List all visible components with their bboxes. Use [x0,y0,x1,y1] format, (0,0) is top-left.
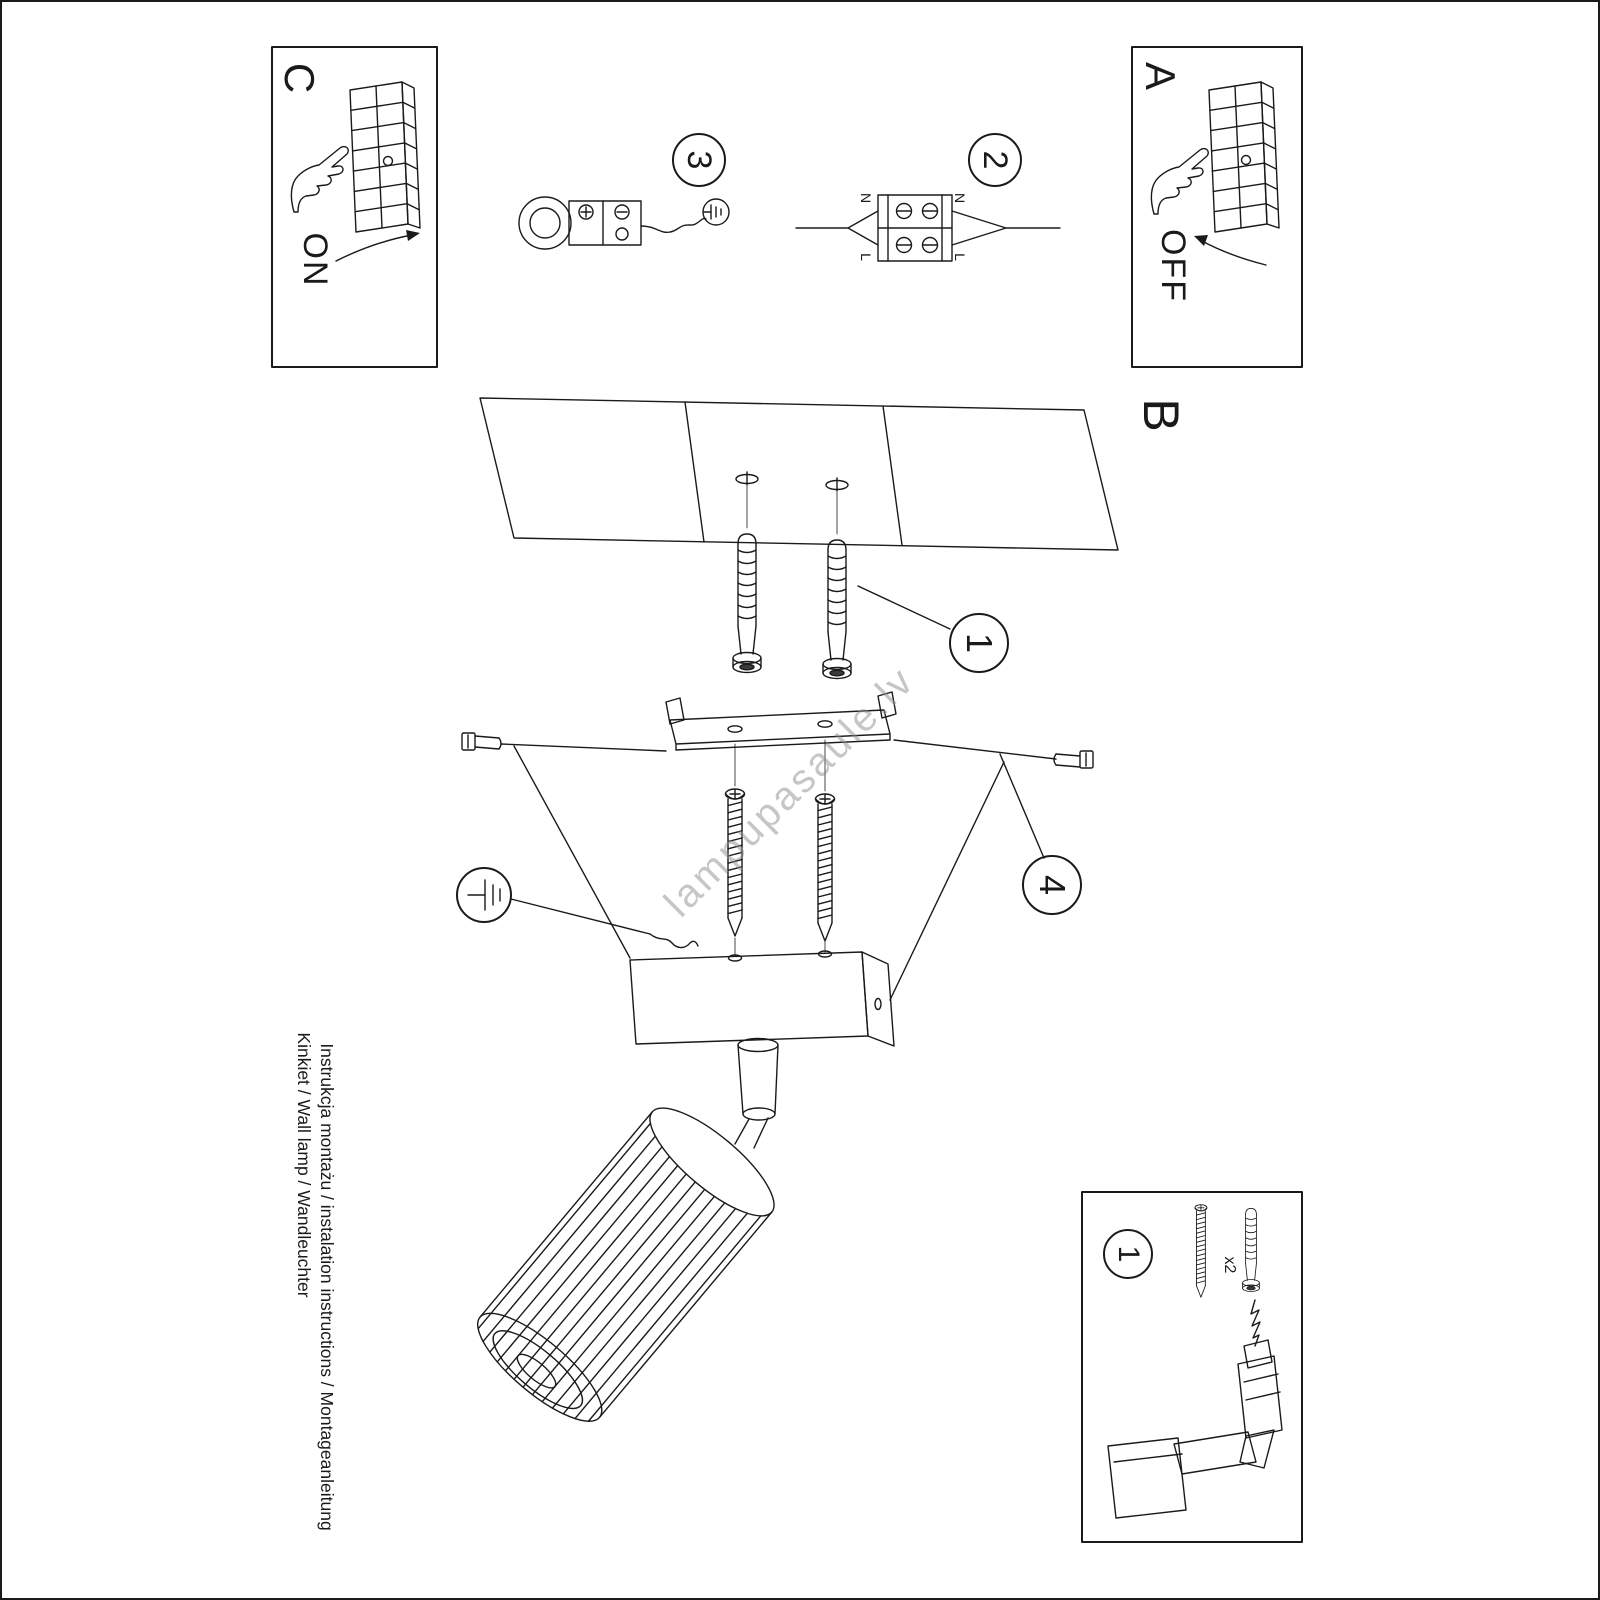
step-4-number: 4 [1032,874,1073,896]
curved-arrow-icon [335,234,413,262]
terminal-label-l: L [858,253,874,261]
screw-icon [1194,1204,1208,1298]
wall-anchor-icon [732,533,762,674]
cable-clamp-illustration [518,133,730,250]
footer-product: Kinkiet / Wall lamp / Wandleuchter [293,1032,314,1298]
terminal-label-n: N [952,192,968,204]
lamp-shade-icon [476,1107,775,1422]
anchor-quantity-label: x2 [1221,1256,1238,1274]
terminal-label-l: L [952,253,968,261]
ground-wire [640,217,707,234]
machine-screw-icon [1053,750,1094,769]
screw-leader-right [893,739,1057,760]
step-1-leader [857,585,951,630]
pointing-hand-icon [290,145,350,213]
panel-c-box [271,46,438,368]
wall-anchor-icon [822,539,852,680]
pointing-hand-icon [1150,147,1210,215]
footer-title: Instrukcja montażu / instalation instruc… [316,1043,337,1531]
parts-step-circle [1103,1229,1153,1279]
panel-c-state: ON [296,232,334,288]
parts-step-number: 1 [1112,1245,1145,1263]
step-4-circle [1022,855,1082,915]
ground-symbol-icon [456,867,512,923]
screw-leader-left [500,743,667,752]
step-2-number: 2 [976,150,1014,170]
pressed-switch-dot [1240,154,1252,166]
power-drill-icon [1107,1299,1283,1519]
clamp-ring-icon [518,196,572,250]
switch-on-illustration [290,81,421,262]
step-4-leader [999,753,1045,859]
wall-plate-icon [479,397,1119,551]
pressed-switch-dot [382,155,394,167]
ground-symbol-icon [702,198,730,226]
panel-a-label: A [1137,61,1184,91]
panel-a-box [1131,46,1303,368]
assembly-line-left [513,745,631,959]
mounting-screw-icon [814,793,836,942]
wires-left [795,210,879,246]
swivel-joint-icon [734,1037,779,1149]
parts-box [1081,1191,1303,1543]
terminal-label-n: N [858,192,874,204]
switch-off-illustration [1150,81,1280,266]
ground-wire-curl [649,933,699,949]
panel-a-state: OFF [1154,229,1192,303]
step-3-number: 3 [680,150,718,170]
curved-arrow-icon [1201,240,1267,266]
step-1-number: 1 [959,632,1000,654]
rocker-switch-bank-icon [1208,81,1280,233]
mounting-bracket-icon [665,691,897,751]
wall-anchor-icon [1242,1207,1260,1292]
ground-leader [510,898,651,935]
section-b-label: B [1133,398,1189,432]
terminal-block-illustration [795,133,1061,262]
machine-screw-icon [461,732,502,751]
assembly-line-right [889,761,1005,1001]
step-3-circle [672,133,726,187]
wires-right [951,210,1061,246]
step-2-circle [968,133,1022,187]
lamp-base-icon [629,950,895,1047]
clamp-body-icon [568,200,642,246]
panel-c-label: C [276,62,323,94]
step-1-circle [949,613,1009,673]
